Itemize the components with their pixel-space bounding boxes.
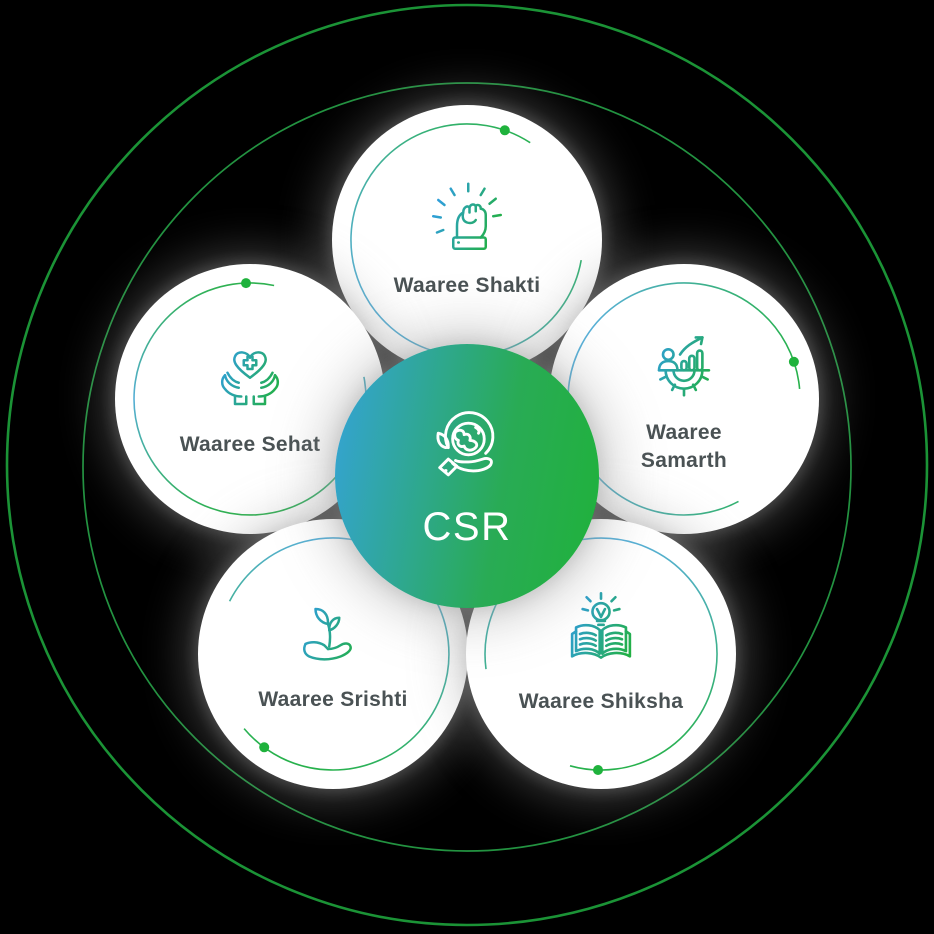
hand-holding-sapling-icon xyxy=(303,607,352,661)
satellite-label: Waaree Samarth xyxy=(640,420,728,472)
orbit-dot xyxy=(499,125,510,136)
growth-chart-gear-icon xyxy=(657,335,711,397)
inner-ring xyxy=(82,82,852,852)
satellite-label: Waaree Sehat xyxy=(179,432,321,456)
orbit-arc xyxy=(228,537,450,771)
center-label: CSR xyxy=(422,504,512,549)
satellite-circle-shakti: Waaree Shakti xyxy=(332,105,602,375)
satellite-label: Waaree Shiksha xyxy=(518,689,684,713)
orbit-arc xyxy=(567,282,801,516)
open-book-lightbulb-icon xyxy=(570,591,632,659)
orbit-dot xyxy=(788,356,799,367)
orbit-dot xyxy=(593,765,603,775)
satellite-label: Waaree Srishti xyxy=(258,687,408,711)
satellite-label: Waaree Shakti xyxy=(393,273,541,297)
hands-holding-medical-heart-icon xyxy=(220,351,280,406)
csr-center-circle: CSR xyxy=(335,344,599,608)
orbit-dot xyxy=(241,278,251,289)
orbit-arc xyxy=(350,123,582,357)
outer-ring xyxy=(5,3,929,927)
globe-in-hand-icon xyxy=(436,410,495,476)
raised-fist-icon xyxy=(432,182,502,250)
orbit-dot xyxy=(259,742,270,753)
